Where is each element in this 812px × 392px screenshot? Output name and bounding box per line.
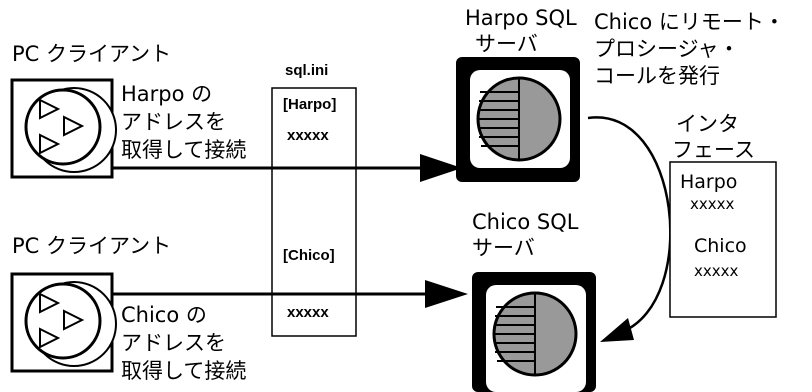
rpc-curve-arrow <box>587 116 672 342</box>
interfaces-chico-name: Chico <box>694 235 747 257</box>
chico-server-name-line1: Chico SQL <box>472 210 579 234</box>
rpc-note-line3: コールを発行 <box>594 64 720 88</box>
sql-ini-box <box>271 87 357 337</box>
interfaces-title-line1: インタ <box>676 112 739 136</box>
client-top-note-line1: Harpo の <box>121 82 213 106</box>
client-bottom-note-line3: 取得して接続 <box>121 359 247 383</box>
client-bottom-note-line1: Chico の <box>121 303 207 327</box>
sql-ini-harpo-value: xxxxx <box>287 127 329 144</box>
sql-ini-chico-value: xxxxx <box>287 304 329 321</box>
connect-arrow-harpo <box>112 154 462 182</box>
client-bottom-note-line2: アドレスを <box>121 331 226 355</box>
client-top-note-line3: 取得して接続 <box>121 138 247 162</box>
interfaces-chico-value: xxxxx <box>694 262 739 280</box>
chico-server-icon <box>472 272 596 392</box>
sql-ini-harpo-section: [Harpo] <box>283 96 337 113</box>
interfaces-harpo-name: Harpo <box>680 171 738 193</box>
harpo-server-name-line1: Harpo SQL <box>465 6 577 30</box>
connect-arrow-chico <box>112 280 468 308</box>
rpc-note-line2: プロシージャ・ <box>594 37 740 61</box>
pc-client-top-icon <box>10 78 117 179</box>
interfaces-box <box>669 161 777 318</box>
sql-ini-chico-section: [Chico] <box>283 247 335 264</box>
interfaces-title-line2: フェース <box>672 138 755 162</box>
pc-client-bottom-icon <box>10 272 117 373</box>
harpo-server-icon <box>456 57 580 182</box>
client-top-note-line2: アドレスを <box>121 110 226 134</box>
rpc-note-line1: Chico にリモート・ <box>594 10 785 34</box>
harpo-server-name-line2: サーバ <box>475 32 538 56</box>
client-bottom-title: PC クライアント <box>12 234 172 258</box>
interfaces-harpo-value: xxxxx <box>690 195 735 213</box>
client-top-title: PC クライアント <box>12 42 172 66</box>
chico-server-name-line2: サーバ <box>472 236 535 260</box>
sql-ini-label: sql.ini <box>285 62 329 79</box>
